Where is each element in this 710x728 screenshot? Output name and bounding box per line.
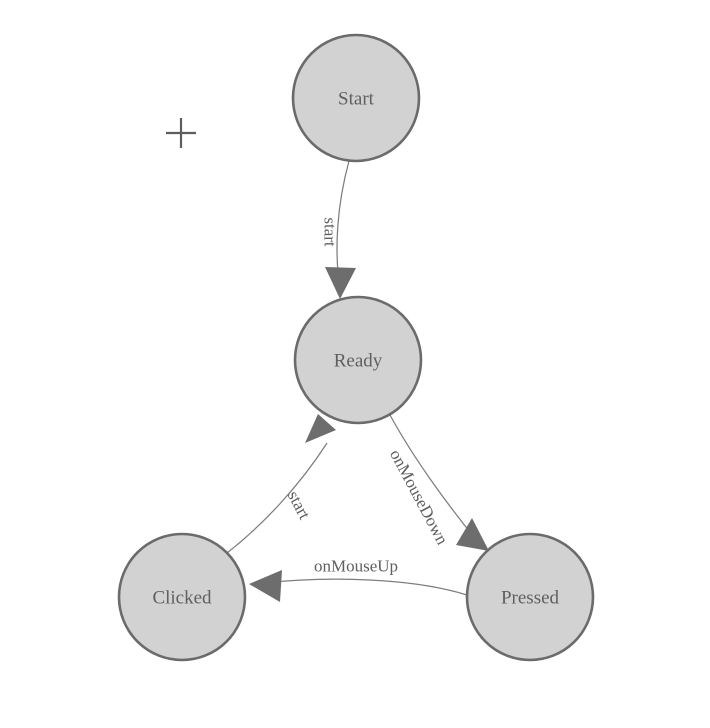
- arrowhead-pressed-to-clicked: [249, 570, 282, 602]
- edge-label-pressed-to-clicked: onMouseUp: [314, 557, 398, 576]
- plus-marker-icon: [166, 118, 196, 148]
- node-ready[interactable]: Ready: [293, 295, 423, 425]
- node-start-circle[interactable]: [291, 33, 421, 163]
- edge-path-pressed-to-clicked[interactable]: [263, 578, 468, 596]
- node-pressed-circle[interactable]: [465, 532, 595, 662]
- edge-label-ready-to-pressed: onMouseDown: [386, 446, 452, 548]
- edge-clicked-to-ready[interactable]: start: [226, 414, 336, 554]
- node-start[interactable]: Start: [291, 33, 421, 163]
- edge-path-clicked-to-ready[interactable]: [226, 442, 328, 554]
- node-clicked[interactable]: Clicked: [117, 532, 247, 662]
- arrowhead-clicked-to-ready: [305, 414, 336, 443]
- nodes-layer: Start Ready Clicked Pressed: [117, 33, 595, 662]
- edge-label-clicked-to-ready: start: [284, 488, 315, 523]
- arrowhead-ready-to-pressed: [456, 518, 489, 551]
- edge-start-to-ready[interactable]: start: [321, 160, 357, 299]
- node-ready-circle[interactable]: [293, 295, 423, 425]
- edge-path-ready-to-pressed[interactable]: [389, 414, 479, 543]
- edge-ready-to-pressed[interactable]: onMouseDown: [386, 414, 489, 551]
- node-clicked-circle[interactable]: [117, 532, 247, 662]
- node-pressed[interactable]: Pressed: [465, 532, 595, 662]
- edge-pressed-to-clicked[interactable]: onMouseUp: [249, 557, 468, 603]
- arrowhead-start-to-ready: [325, 267, 356, 299]
